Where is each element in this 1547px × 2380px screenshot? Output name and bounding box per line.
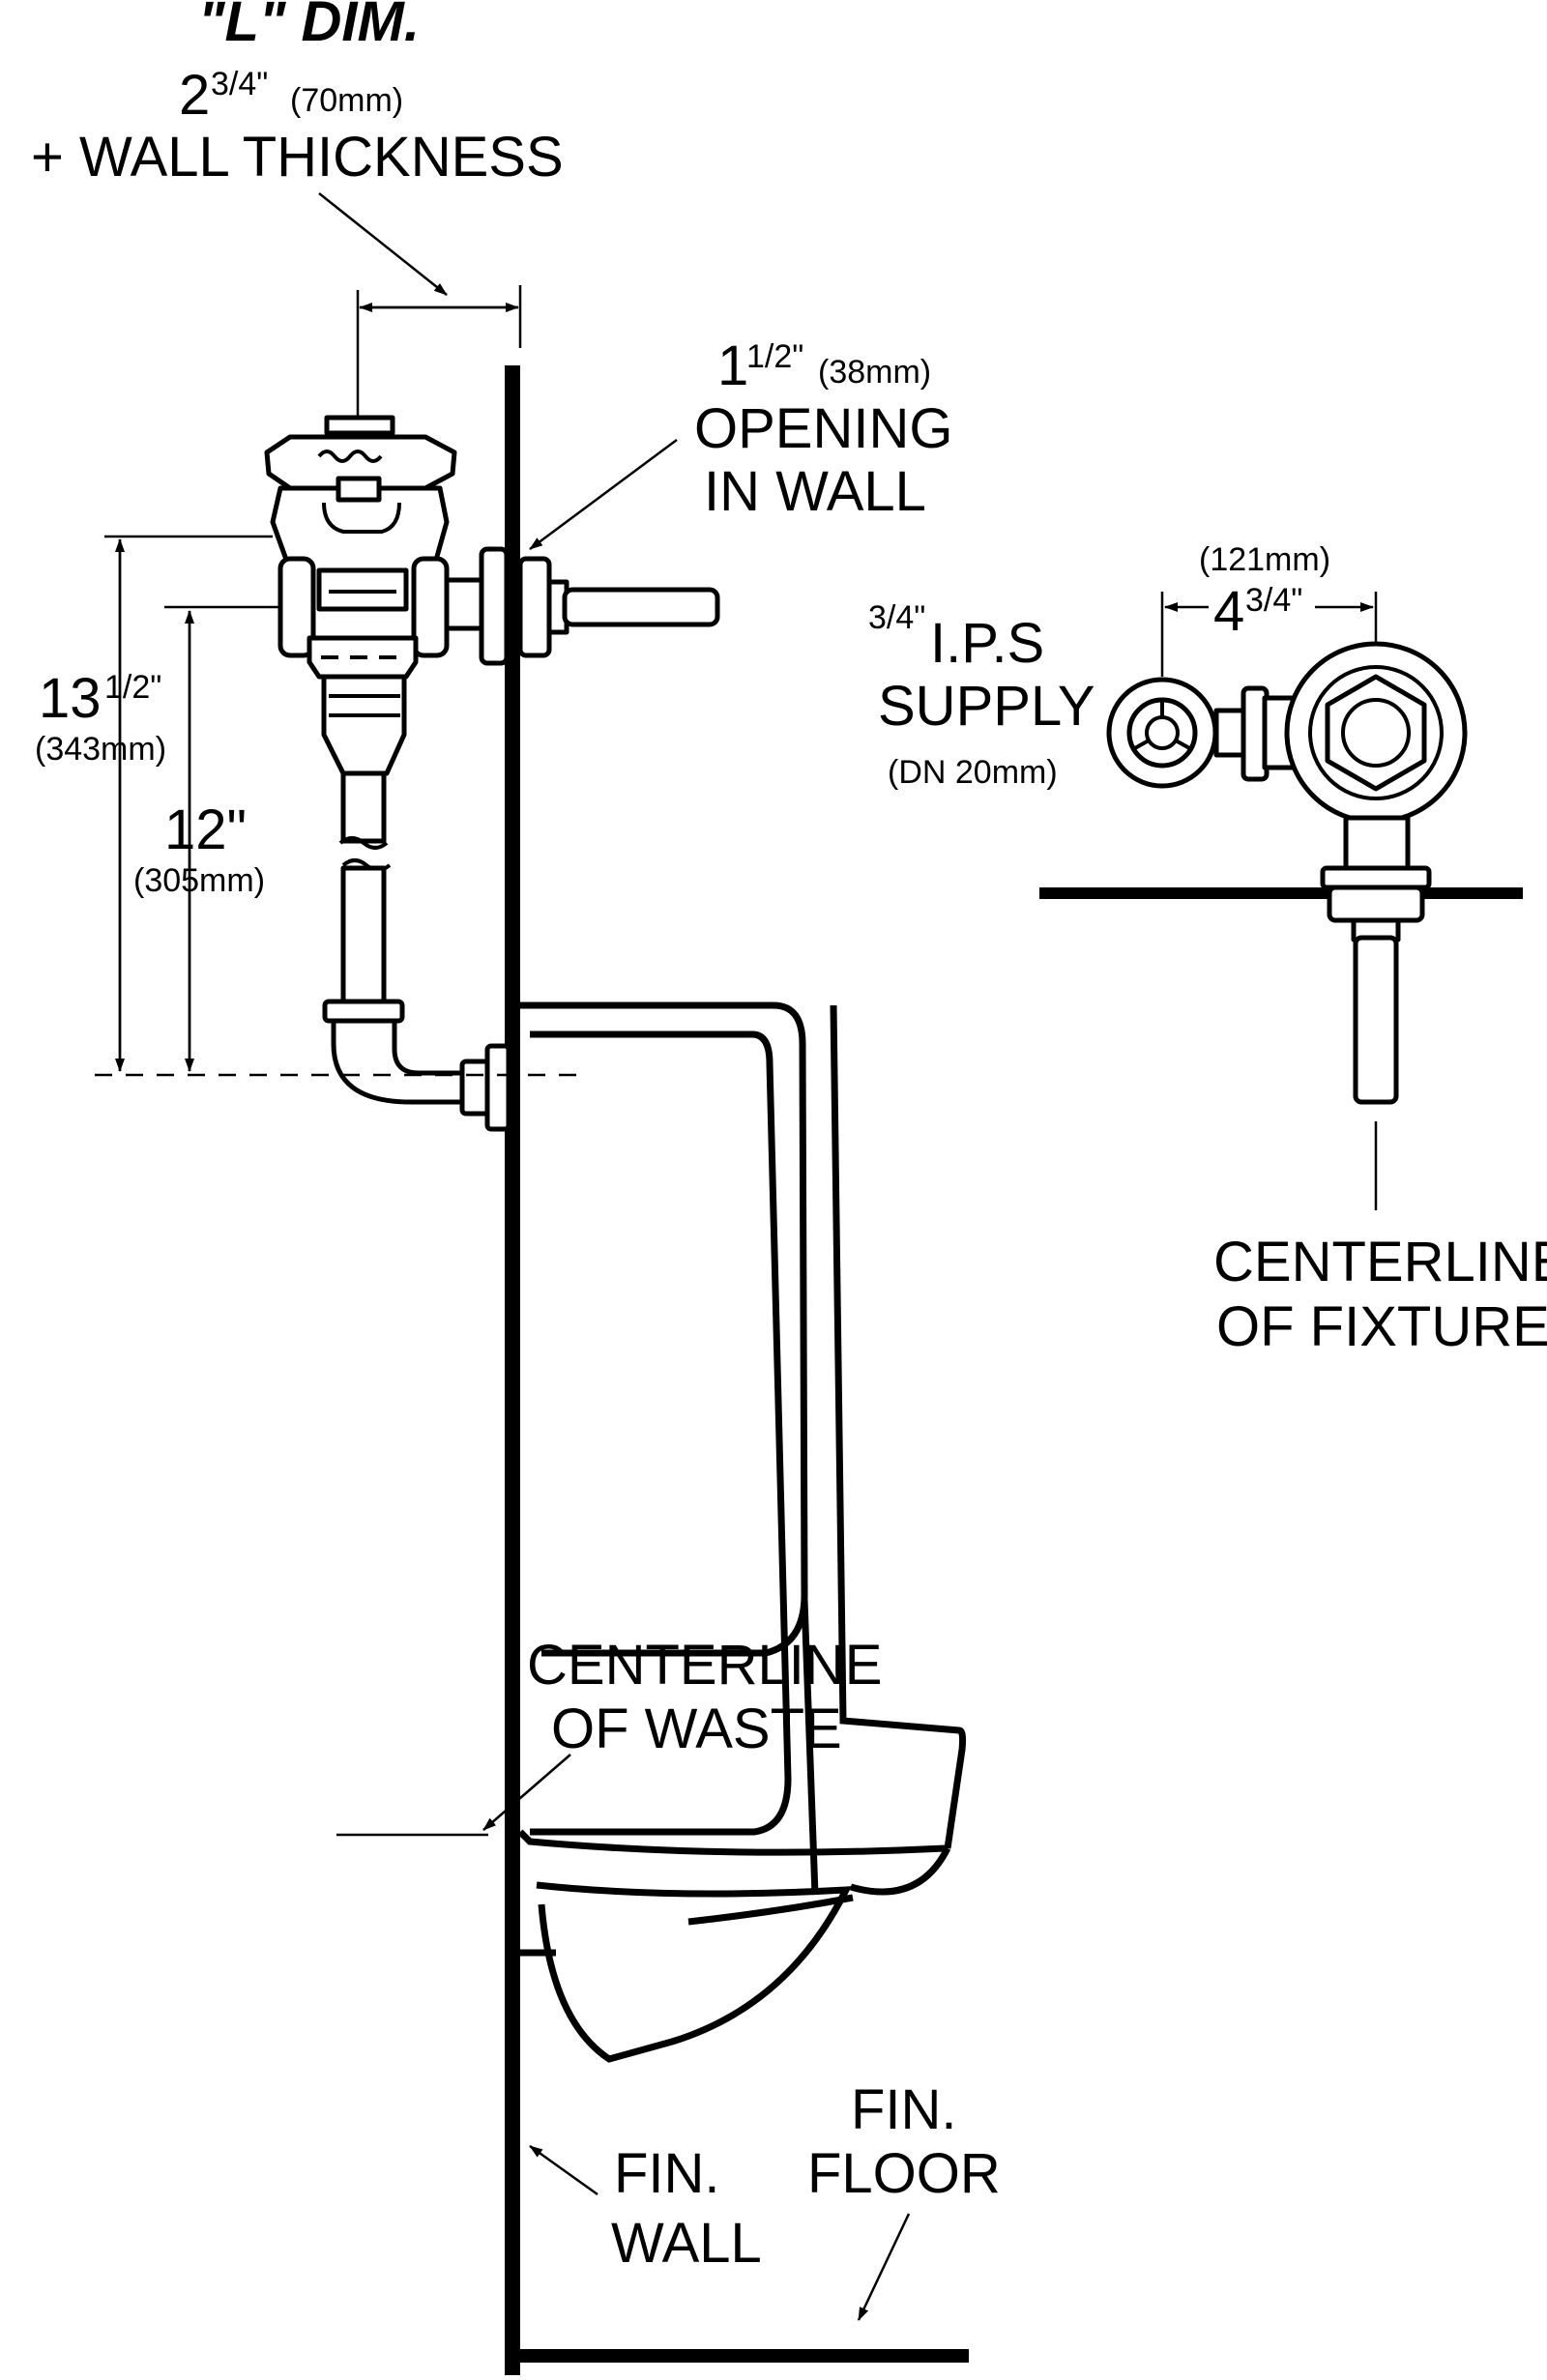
wall-leader [529, 2144, 598, 2196]
opening-label-line2: IN WALL [704, 460, 926, 523]
flush-valve [264, 415, 457, 850]
height-13-5-dimension [104, 535, 273, 1072]
flush-tube [322, 858, 511, 1132]
l-dim-title: "L" DIM. [198, 0, 420, 53]
finished-wall [505, 365, 520, 2375]
svg-text:13: 13 [39, 667, 102, 730]
flush-valve-plan-view [1284, 641, 1468, 871]
svg-text:(343mm): (343mm) [35, 731, 166, 768]
svg-text:(70mm): (70mm) [290, 82, 403, 119]
svg-text:(38mm): (38mm) [818, 354, 931, 391]
height-12-dimension [164, 605, 280, 1072]
opening-leader [529, 438, 678, 551]
svg-text:12": 12" [164, 798, 247, 861]
plan-wall-line [1039, 887, 1523, 899]
svg-text:1/2": 1/2" [104, 669, 161, 706]
height-12-label: 12" (305mm) [133, 798, 265, 899]
waste-leader [482, 1754, 571, 1831]
opening-label-line1: OPENING [694, 397, 953, 460]
finished-floor [505, 2349, 969, 2363]
wall-flange-connection [444, 546, 720, 666]
svg-text:3/4": 3/4" [211, 66, 268, 102]
floor-label-line1: FIN. [851, 2078, 957, 2141]
wall-label-line2: WALL [611, 2212, 762, 2275]
l-dim-value: 2 3/4" (70mm) [179, 64, 403, 127]
svg-text:(121mm): (121mm) [1199, 541, 1330, 578]
svg-text:4: 4 [1213, 580, 1244, 643]
svg-text:I.P.S: I.P.S [930, 612, 1044, 675]
supply-label: 3/4" I.P.S SUPPLY (DN 20mm) [868, 599, 1095, 791]
waste-label-line2: OF WASTE [551, 1698, 842, 1760]
offset-dimension: (121mm) 4 3/4" [1160, 541, 1378, 677]
svg-text:2: 2 [179, 64, 210, 127]
l-dim-leader [318, 192, 522, 445]
svg-text:SUPPLY: SUPPLY [878, 675, 1095, 738]
svg-text:(305mm): (305mm) [133, 862, 265, 899]
floor-label-line2: FLOOR [807, 2142, 1001, 2205]
height-13-5-label: 13 1/2" (343mm) [35, 667, 166, 768]
svg-text:3/4": 3/4" [868, 599, 925, 636]
fixture-label-line1: CENTERLINE [1213, 1231, 1547, 1293]
svg-text:1/2": 1/2" [746, 338, 803, 375]
floor-leader [857, 2213, 911, 2321]
opening-value: 1 1/2" (38mm) [717, 334, 931, 397]
fixture-label-line2: OF FIXTURE [1216, 1295, 1547, 1358]
stop-valve-handwheel [1106, 677, 1316, 789]
l-dim-note: + WALL THICKNESS [31, 126, 564, 189]
urinal-fixture [517, 1001, 967, 2063]
plan-tailpiece [1320, 865, 1432, 1105]
waste-label-line1: CENTERLINE [527, 1634, 882, 1697]
wall-label-line1: FIN. [614, 2142, 720, 2205]
svg-text:(DN 20mm): (DN 20mm) [888, 754, 1058, 791]
svg-text:1: 1 [717, 334, 748, 397]
svg-text:3/4": 3/4" [1245, 582, 1302, 619]
